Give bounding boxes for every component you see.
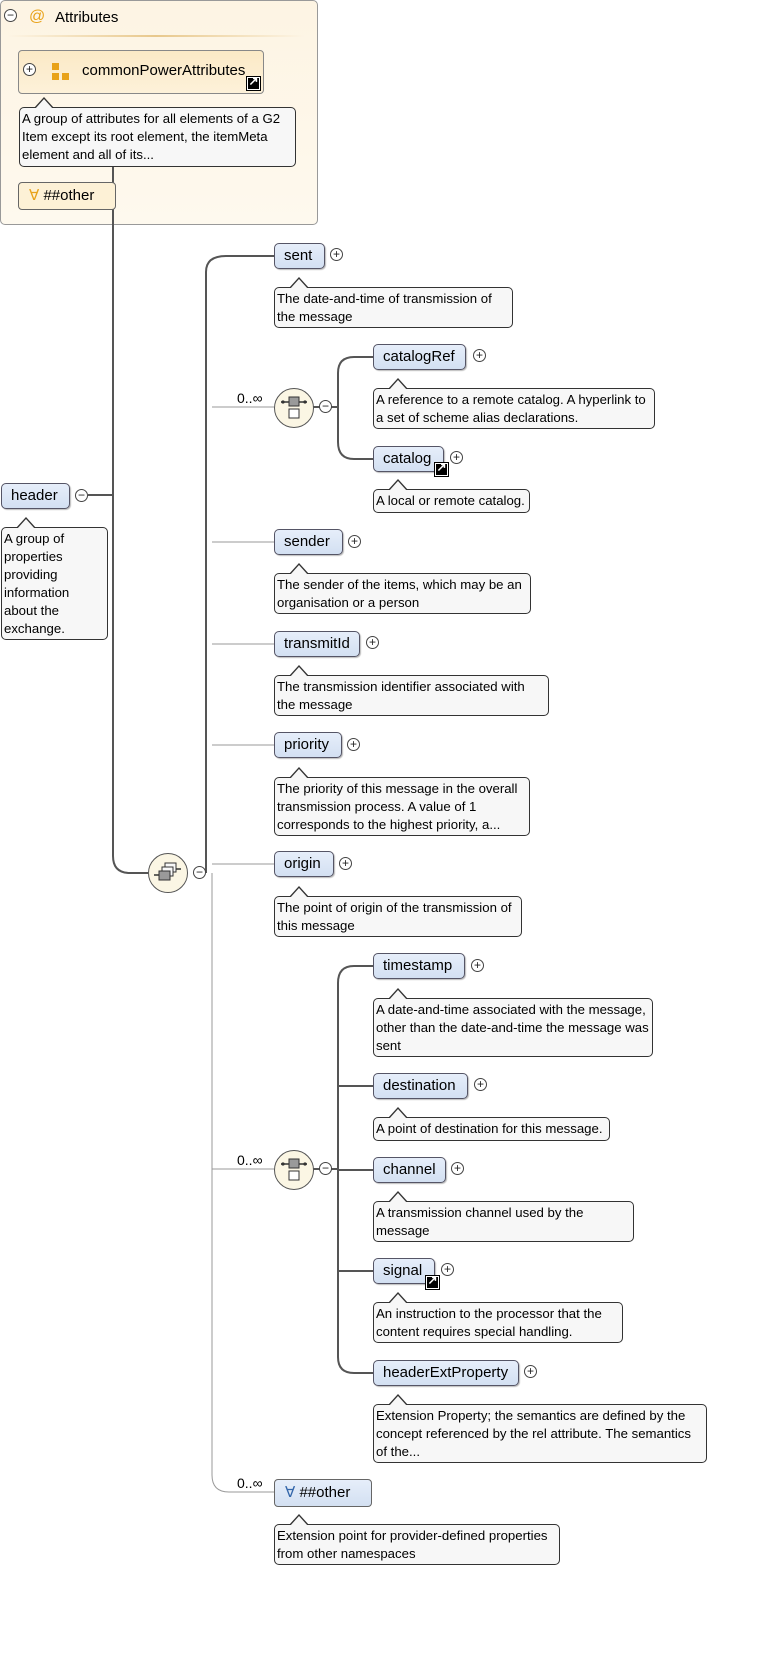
element-destination[interactable]: destination (373, 1073, 468, 1099)
attribute-group-icon (52, 63, 69, 81)
element-header[interactable]: header (1, 483, 70, 509)
transmitid-annotation: The transmission identifier associated w… (274, 665, 549, 716)
reference-icon (425, 1273, 440, 1290)
any-element-annotation: Extension point for provider-defined pro… (274, 1514, 560, 1565)
header-annotation: A group of properties providing informat… (1, 517, 108, 640)
signal-annotation: An instruction to the processor that the… (373, 1292, 623, 1343)
element-transmitid[interactable]: transmitId (274, 631, 360, 657)
collapse-icon[interactable]: − (4, 9, 17, 22)
element-sender[interactable]: sender (274, 529, 343, 555)
choice2-timestamp-connector (313, 965, 373, 1170)
reference-icon (434, 460, 449, 477)
origin-annotation: The point of origin of the transmission … (274, 886, 522, 937)
attributes-title-divider (8, 35, 304, 37)
reference-icon (246, 74, 261, 91)
expand-icon[interactable]: + (339, 857, 352, 870)
element-catalog[interactable]: catalog (373, 446, 444, 472)
element-priority[interactable]: priority (274, 732, 342, 758)
sequence-connector (112, 495, 148, 874)
choice2-cardinality: 0..∞ (237, 1152, 263, 1168)
any-attribute-label: ##other (43, 187, 95, 204)
element-catalogref[interactable]: catalogRef (373, 344, 466, 370)
attribute-group-annotation: A group of attributes for all elements o… (19, 97, 296, 167)
sequence-icon (154, 862, 181, 881)
collapse-icon[interactable]: − (319, 1162, 332, 1175)
element-channel[interactable]: channel (373, 1157, 446, 1183)
attribute-group-label: commonPowerAttributes (82, 62, 246, 79)
destination-annotation: A point of destination for this message. (373, 1107, 610, 1141)
expand-icon[interactable]: + (474, 1078, 487, 1091)
any-element-other[interactable]: ∀ ##other (274, 1479, 372, 1507)
choice1-catalog-connector (337, 407, 373, 460)
any-cardinality: 0..∞ (237, 1475, 263, 1491)
collapse-icon[interactable]: − (319, 400, 332, 413)
any-attribute-other[interactable]: ∀ ##other (18, 182, 116, 210)
sequence-thin-trunk (211, 873, 274, 1493)
expand-icon[interactable]: + (473, 349, 486, 362)
headerextproperty-annotation: Extension Property; the semantics are de… (373, 1394, 707, 1463)
priority-annotation: The priority of this message in the over… (274, 767, 530, 836)
choice1-catalogref-connector (313, 356, 373, 408)
choice-icon (281, 1158, 307, 1181)
any-icon: ∀ (285, 1484, 296, 1501)
expand-icon[interactable]: + (23, 63, 36, 76)
any-icon: ∀ (29, 187, 40, 204)
attributes-title: Attributes (55, 9, 119, 26)
catalog-annotation: A local or remote catalog. (373, 479, 530, 513)
expand-icon[interactable]: + (441, 1263, 454, 1276)
expand-icon[interactable]: + (366, 636, 379, 649)
choice1-cardinality: 0..∞ (237, 390, 263, 406)
expand-icon[interactable]: + (451, 1162, 464, 1175)
choice2-compositor[interactable] (274, 1150, 314, 1190)
attributes-box: − @ Attributes + commonPowerAttributes A… (0, 0, 318, 225)
choice-icon (281, 396, 307, 419)
expand-icon[interactable]: + (450, 451, 463, 464)
element-headerextproperty[interactable]: headerExtProperty (373, 1360, 519, 1386)
expand-icon[interactable]: + (347, 738, 360, 751)
attributes-connector (112, 117, 148, 495)
choice2-headerext-connector (337, 1169, 373, 1374)
element-timestamp[interactable]: timestamp (373, 953, 465, 979)
sent-annotation: The date-and-time of transmission of the… (274, 277, 513, 328)
sender-annotation: The sender of the items, which may be an… (274, 563, 531, 614)
expand-icon[interactable]: + (524, 1365, 537, 1378)
element-header-label: header (11, 487, 58, 504)
at-sign-icon: @ (29, 8, 46, 25)
expand-icon[interactable]: + (348, 535, 361, 548)
choice1-compositor[interactable] (274, 388, 314, 428)
expand-icon[interactable]: + (471, 959, 484, 972)
attribute-group-commonpowerattributes[interactable]: + commonPowerAttributes (18, 50, 264, 94)
expand-icon[interactable]: + (330, 248, 343, 261)
any-element-label: ##other (299, 1484, 351, 1501)
sequence-compositor[interactable] (148, 853, 188, 893)
catalogref-annotation: A reference to a remote catalog. A hyper… (373, 378, 655, 429)
element-origin[interactable]: origin (274, 851, 334, 877)
timestamp-annotation: A date-and-time associated with the mess… (373, 988, 653, 1057)
collapse-icon[interactable]: − (193, 866, 206, 879)
element-sent[interactable]: sent (274, 243, 325, 269)
channel-annotation: A transmission channel used by the messa… (373, 1191, 634, 1242)
sent-connector (205, 255, 274, 873)
collapse-icon[interactable]: − (75, 489, 88, 502)
